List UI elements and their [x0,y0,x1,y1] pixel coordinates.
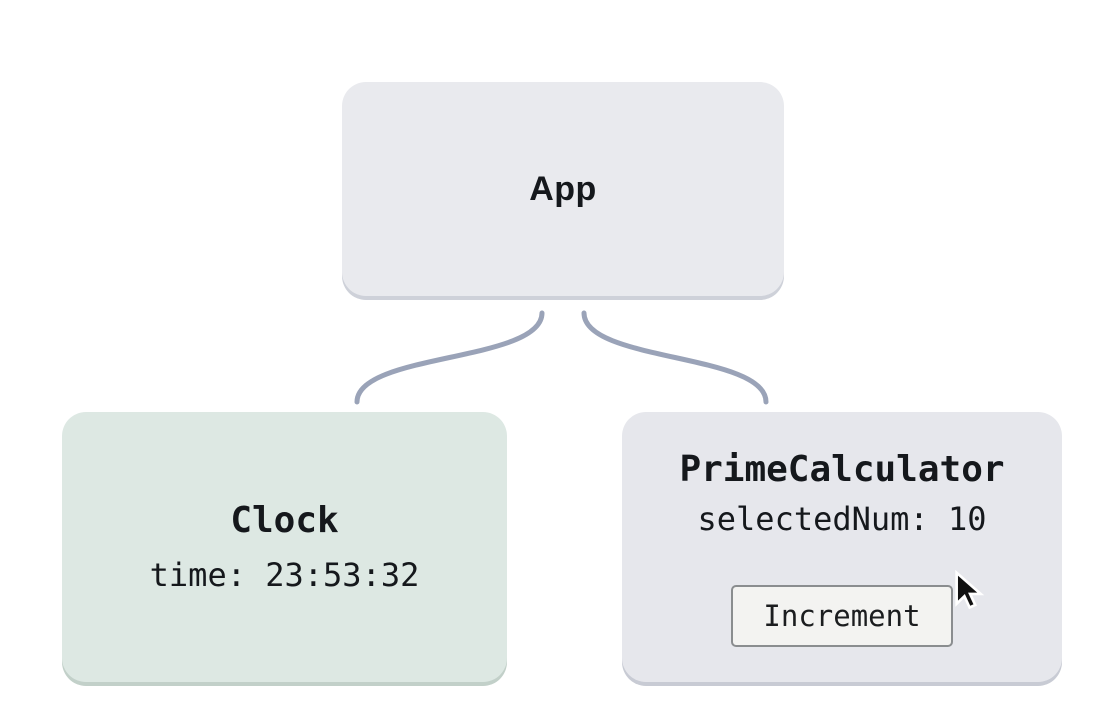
node-app: App [342,82,784,296]
node-clock: Clock time: 23:53:32 [62,412,507,682]
connector-app-to-clock [354,310,545,405]
node-primecalculator: PrimeCalculator selectedNum: 10 Incremen… [622,412,1062,682]
node-clock-title: Clock [230,500,339,542]
connector-app-to-primecalculator [581,310,769,405]
node-clock-state: time: 23:53:32 [149,556,420,595]
increment-button[interactable]: Increment [731,584,953,647]
node-primecalculator-state: selectedNum: 10 [697,500,987,539]
node-primecalculator-title: PrimeCalculator [679,449,1005,490]
node-app-title: App [529,169,597,208]
